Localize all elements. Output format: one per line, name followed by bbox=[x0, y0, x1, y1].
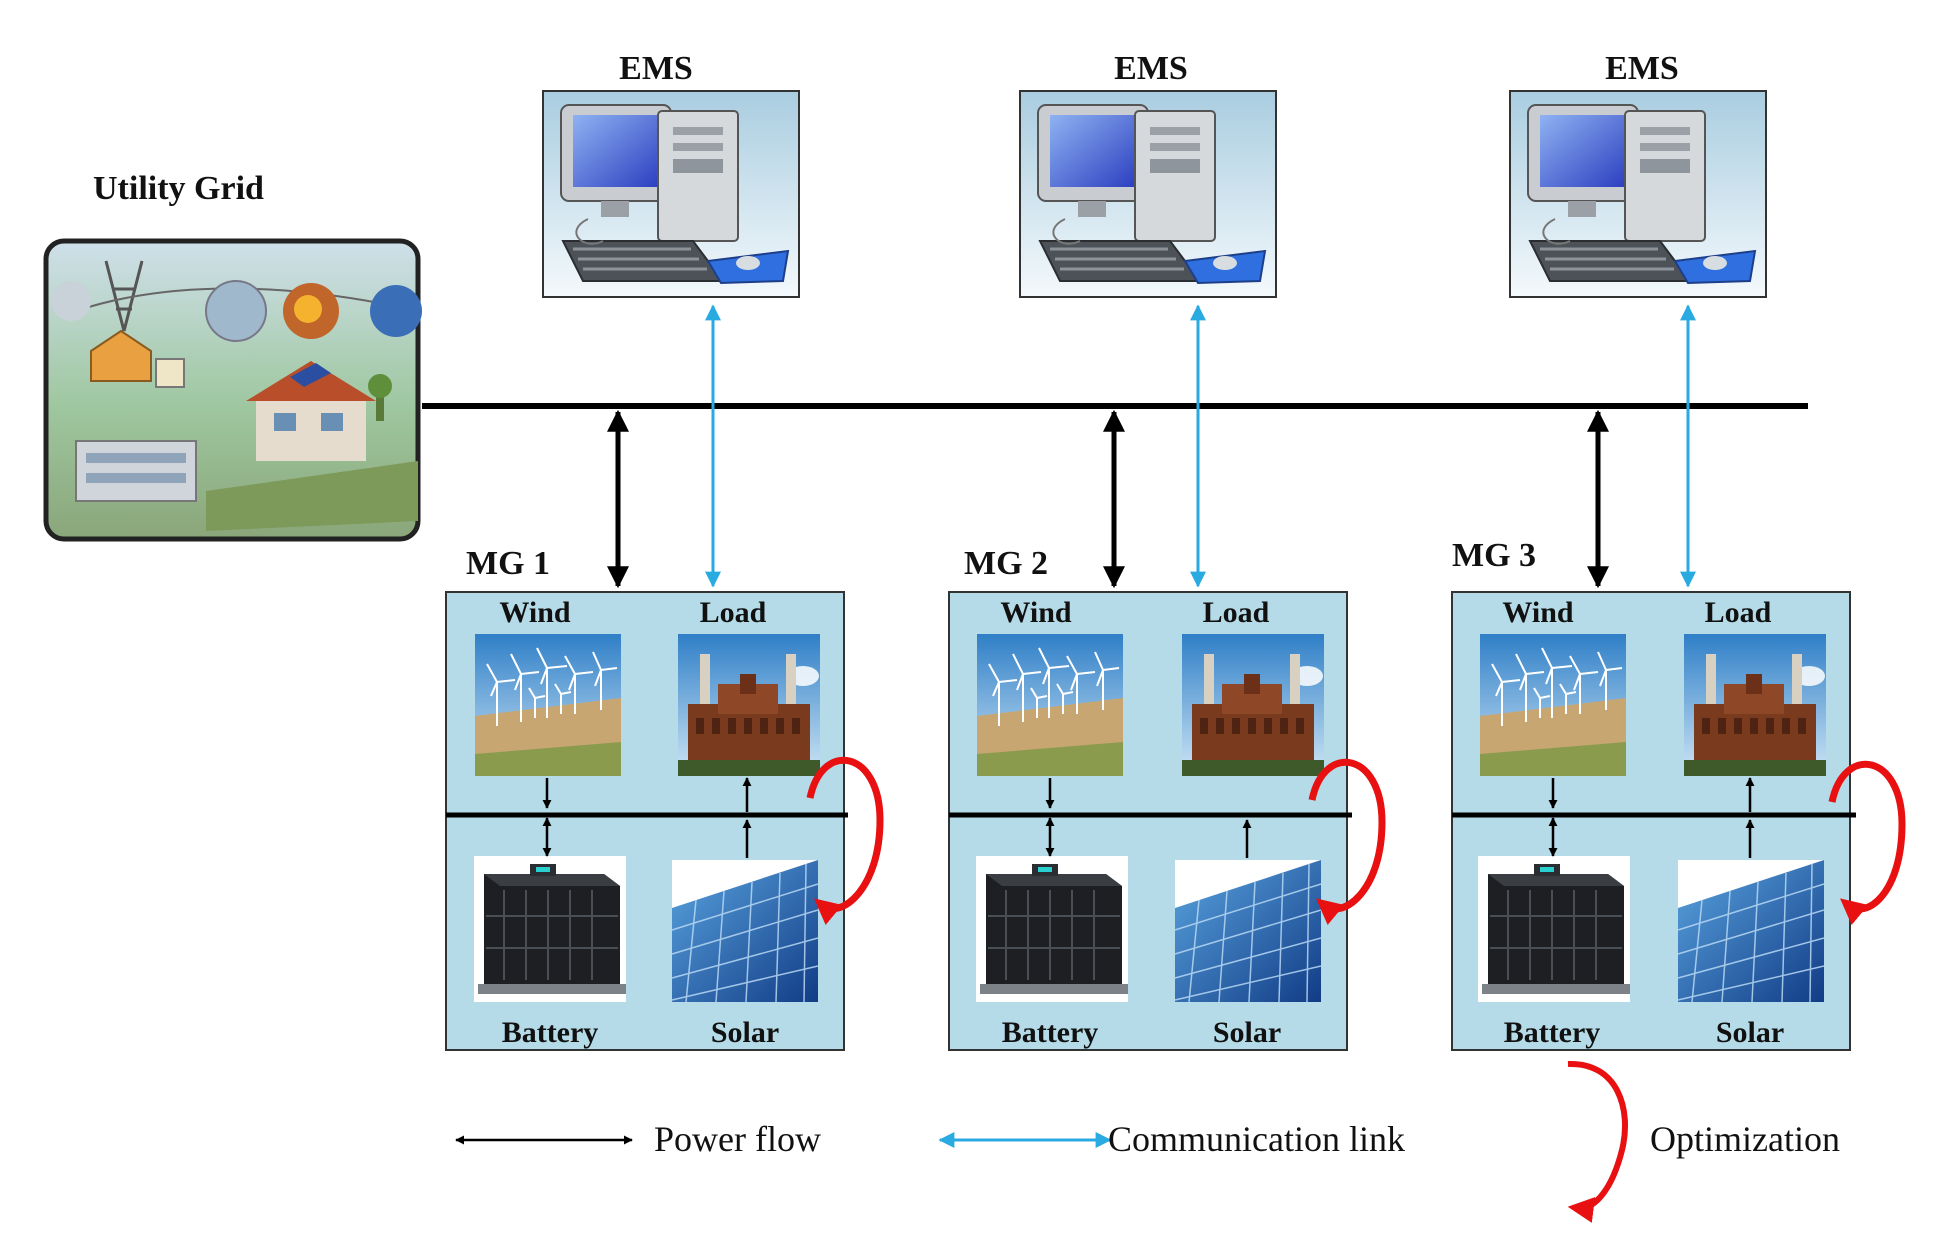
wind-turbine-icon bbox=[474, 633, 622, 777]
solar-panel-icon bbox=[671, 859, 819, 1003]
communication-link-legend-label: Communication link bbox=[1108, 1119, 1405, 1159]
solar-label: Solar bbox=[1213, 1016, 1281, 1049]
wind-turbine-icon bbox=[1479, 633, 1627, 777]
wind-label: Wind bbox=[499, 596, 570, 629]
ems-3-title: EMS bbox=[1605, 50, 1679, 87]
computer-icon bbox=[1018, 89, 1278, 299]
ems-1-title: EMS bbox=[619, 50, 693, 87]
solar-panel-icon bbox=[1174, 859, 1322, 1003]
legend: Power flow Communication link Optimizati… bbox=[455, 1060, 1840, 1223]
microgrid-2: MG 2 Wind Load Battery Solar bbox=[948, 545, 1386, 1051]
optimization-legend-icon bbox=[1567, 1060, 1628, 1223]
computer-icon bbox=[1508, 89, 1768, 299]
microgrid-title: MG 3 bbox=[1452, 537, 1536, 574]
wind-label: Wind bbox=[1000, 596, 1071, 629]
factory-icon bbox=[1182, 634, 1324, 776]
microgrid-title: MG 1 bbox=[466, 545, 550, 582]
ems-2-title: EMS bbox=[1114, 50, 1188, 87]
battery-label: Battery bbox=[1504, 1016, 1601, 1049]
wind-label: Wind bbox=[1502, 596, 1573, 629]
battery-icon bbox=[473, 855, 627, 1003]
microgrid-title: MG 2 bbox=[964, 545, 1048, 582]
optimization-legend-label: Optimization bbox=[1650, 1119, 1840, 1159]
battery-label: Battery bbox=[502, 1016, 599, 1049]
power-flow-legend-label: Power flow bbox=[654, 1119, 821, 1159]
solar-panel-icon bbox=[1677, 859, 1825, 1003]
optimization-loop-icon bbox=[1308, 758, 1386, 925]
wind-turbine-icon bbox=[976, 633, 1124, 777]
computer-icon bbox=[541, 89, 801, 299]
solar-label: Solar bbox=[1716, 1016, 1784, 1049]
solar-label: Solar bbox=[711, 1016, 779, 1049]
battery-icon bbox=[975, 855, 1129, 1003]
factory-icon bbox=[1684, 634, 1826, 776]
microgrid-3: MG 3 Wind Load Battery Solar bbox=[1451, 537, 1906, 1051]
battery-icon bbox=[1477, 855, 1631, 1003]
optimization-loop-icon bbox=[806, 756, 884, 925]
utility-grid-icon bbox=[46, 241, 422, 539]
load-label: Load bbox=[1705, 596, 1772, 629]
utility-grid-title: Utility Grid bbox=[93, 170, 264, 207]
load-label: Load bbox=[1203, 596, 1270, 629]
load-label: Load bbox=[700, 596, 767, 629]
factory-icon bbox=[678, 634, 820, 776]
microgrid-1: MG 1 Wind Load Battery Solar bbox=[445, 545, 884, 1051]
battery-label: Battery bbox=[1002, 1016, 1099, 1049]
optimization-loop-icon bbox=[1828, 760, 1906, 925]
